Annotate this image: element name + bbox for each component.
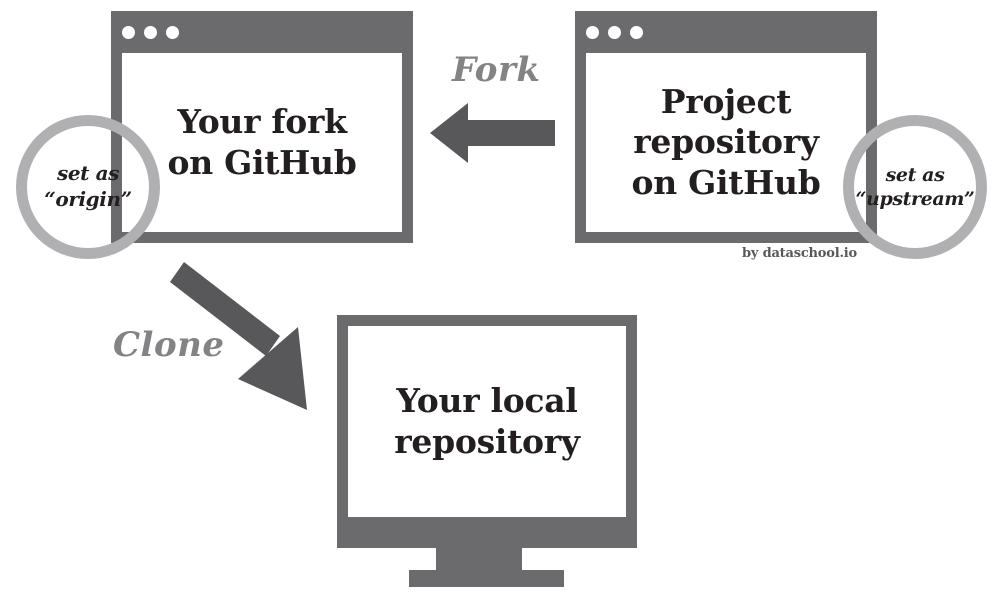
annotation-circle-origin: set as “origin” [16, 115, 160, 259]
monitor-stand-neck [436, 548, 522, 572]
window-screen: Project repository on GitHub [586, 53, 866, 232]
fork-arrow-icon [430, 103, 555, 163]
browser-window-your-fork[interactable]: Your fork on GitHub [111, 11, 413, 243]
window-dot-close-icon[interactable] [122, 25, 135, 39]
window-titlebar [575, 11, 877, 53]
your-fork-label: Your fork on GitHub [167, 102, 357, 182]
window-dot-minimize-icon[interactable] [144, 25, 157, 39]
window-dot-close-icon[interactable] [586, 25, 599, 39]
window-titlebar [111, 11, 413, 53]
window-dot-maximize-icon[interactable] [630, 25, 643, 39]
desktop-monitor-local-repository[interactable]: Your local repository [337, 315, 637, 548]
annotation-origin-label: set as “origin” [44, 161, 132, 211]
window-dot-maximize-icon[interactable] [166, 25, 179, 39]
annotation-circle-upstream: set as “upstream” [843, 115, 987, 259]
annotation-upstream-label: set as “upstream” [855, 163, 975, 210]
monitor-screen: Your local repository [348, 326, 626, 517]
window-screen: Your fork on GitHub [122, 53, 402, 232]
monitor-stand-base [409, 570, 564, 587]
edge-label-fork: Fork [452, 50, 541, 90]
window-dot-minimize-icon[interactable] [608, 25, 621, 39]
project-repository-label: Project repository on GitHub [631, 82, 821, 202]
browser-window-project-repository[interactable]: Project repository on GitHub [575, 11, 877, 243]
your-local-repository-label: Your local repository [394, 381, 580, 461]
attribution-text: by dataschool.io [742, 246, 858, 261]
edge-label-clone: Clone [113, 325, 225, 365]
